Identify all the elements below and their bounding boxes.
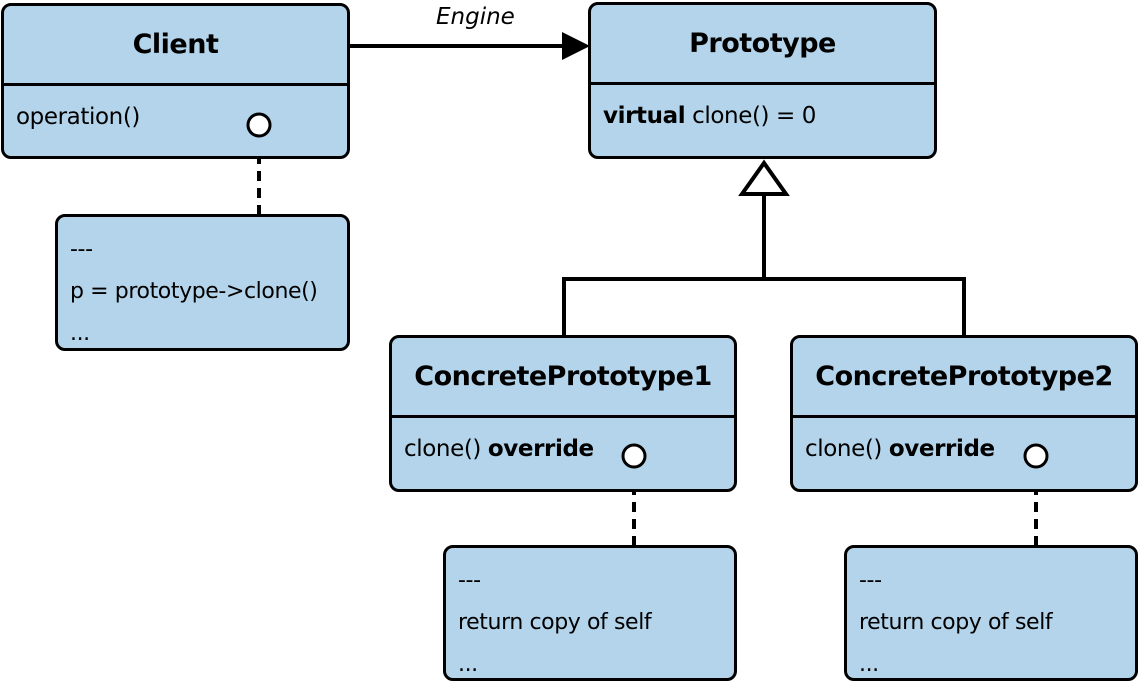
note-line: ... [859,652,879,677]
concrete-prototype-2-note: --- return copy of self ... [844,545,1138,681]
override-keyword: override [888,436,995,462]
note-line: --- [458,568,481,593]
association-arrowhead [562,32,590,60]
client-note-anchor-circle [246,112,272,138]
concrete-prototype-1-clone-method: clone() override [392,418,734,462]
association-label: Engine [436,4,515,30]
client-class: Client operation() [1,3,350,159]
note-line: --- [859,568,882,593]
prototype-class: Prototype virtual clone() = 0 [588,2,937,159]
note-line: return copy of self [859,610,1053,635]
client-operation-method: operation() [16,104,140,130]
concrete-prototype-2-name: ConcretePrototype2 [793,338,1135,418]
note-line: p = prototype->clone() [70,279,318,304]
client-class-name: Client [4,6,347,86]
clone-signature: clone() [404,436,488,462]
prototype-class-name: Prototype [591,5,934,85]
clone-signature: clone() [805,436,889,462]
note-line: ... [458,652,478,677]
concrete-prototype-1-note: --- return copy of self ... [443,545,737,681]
override-keyword: override [487,436,594,462]
note-line: ... [70,321,90,346]
client-note: --- p = prototype->clone() ... [55,214,350,351]
concrete-prototype-2-class: ConcretePrototype2 clone() override [790,335,1138,492]
prototype-clone-method: virtual clone() = 0 [591,85,934,129]
concrete-prototype-1-name: ConcretePrototype1 [392,338,734,418]
concrete-prototype-2-clone-method: clone() override [793,418,1135,462]
virtual-keyword: virtual [603,103,686,129]
note-line: --- [70,237,93,262]
concrete-prototype-1-class: ConcretePrototype1 clone() override [389,335,737,492]
concrete2-note-anchor-circle [1023,443,1049,469]
concrete1-note-anchor-circle [621,443,647,469]
clone-signature: clone() = 0 [685,103,817,129]
note-line: return copy of self [458,610,652,635]
